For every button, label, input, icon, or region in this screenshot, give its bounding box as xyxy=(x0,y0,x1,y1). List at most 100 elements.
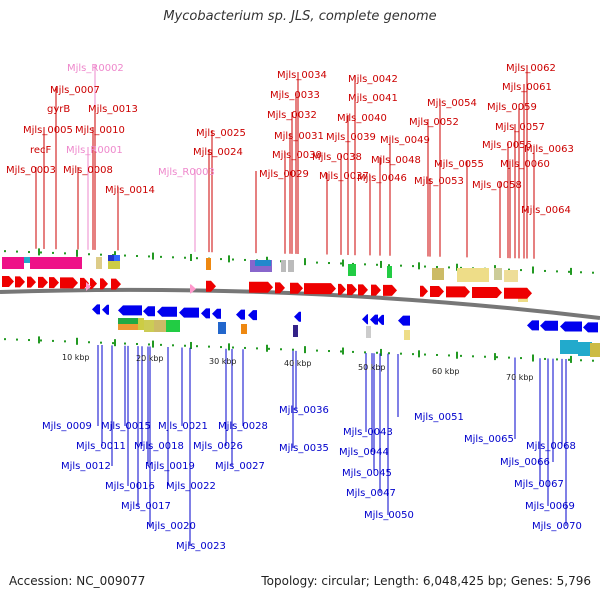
gene-label-top: Mjls_0037 xyxy=(319,171,369,182)
cog-category-box xyxy=(218,322,226,334)
scale-label: 70 kbp xyxy=(506,373,534,382)
tick-major xyxy=(114,339,116,347)
cog-category-box xyxy=(14,257,24,269)
reverse-gene-arrow xyxy=(370,314,378,325)
forward-gene-arrow xyxy=(430,286,444,298)
tick-dot xyxy=(484,355,486,358)
tick-major xyxy=(190,341,192,349)
tick-major xyxy=(532,266,534,274)
gene-label-top: Mjls_0005 xyxy=(23,125,73,136)
gene-label-bottom: Mjls_0021 xyxy=(158,421,208,432)
tick-dot xyxy=(28,251,30,254)
gene-label-top: Mjls_0049 xyxy=(380,135,430,146)
tick-dot xyxy=(496,356,498,359)
reverse-gene-arrow xyxy=(248,310,257,321)
tick-dot xyxy=(244,346,246,349)
scale-label: 50 kbp xyxy=(358,363,386,372)
map-title: Mycobacterium sp. JLS, complete genome xyxy=(163,9,437,24)
gene-label-top: Mjls_0046 xyxy=(357,173,407,184)
cog-category-box xyxy=(560,340,578,354)
tick-dot xyxy=(508,268,510,271)
tick-dot xyxy=(196,257,198,260)
tick-dot xyxy=(4,338,6,341)
tick-dot xyxy=(580,359,582,362)
tick-dot xyxy=(112,342,114,345)
gene-label-top: Mjls_0040 xyxy=(337,113,387,124)
cog-category-box xyxy=(154,320,166,332)
tick-major xyxy=(418,350,420,358)
cog-category-box xyxy=(366,326,371,338)
tick-dot xyxy=(160,343,162,346)
gene-label-bottom: Mjls_0023 xyxy=(176,541,226,552)
cog-category-box xyxy=(404,330,410,340)
tick-dot xyxy=(352,350,354,353)
gene-label-top: Mjls_0057 xyxy=(495,122,545,133)
cog-category-box xyxy=(118,324,138,330)
cog-category-box xyxy=(38,257,48,269)
forward-gene-arrow xyxy=(347,284,357,296)
gene-label-bottom: Mjls_0066 xyxy=(500,457,550,468)
gene-label-bottom: Mjls_0043 xyxy=(343,427,393,438)
gene-label-bottom: Mjls_0020 xyxy=(146,521,196,532)
tick-dot xyxy=(364,263,366,266)
gene-label-top: Mjls_0033 xyxy=(270,90,320,101)
cog-category-box xyxy=(108,261,120,269)
gene-label-top: Mjls_0025 xyxy=(196,128,246,139)
gene-label-top: Mjls_0048 xyxy=(371,155,421,166)
reverse-gene-arrow xyxy=(102,304,109,315)
gene-label-bottom: Mjls_0009 xyxy=(42,421,92,432)
tick-dot xyxy=(568,270,570,273)
tick-dot xyxy=(220,346,222,349)
cog-category-box xyxy=(578,342,592,356)
gene-label-bottom: Mjls_0015 xyxy=(101,421,151,432)
tick-dot xyxy=(340,262,342,265)
gene-label-bottom: Mjls_0045 xyxy=(342,468,392,479)
tick-dot xyxy=(52,339,54,342)
gene-label-bottom: Mjls_0047 xyxy=(346,488,396,499)
tick-dot xyxy=(328,350,330,353)
forward-gene-arrow xyxy=(371,284,381,296)
forward-gene-arrow xyxy=(38,276,48,288)
cog-category-box xyxy=(138,318,144,330)
tick-dot xyxy=(352,262,354,265)
reverse-gene-arrow xyxy=(377,314,384,325)
cog-category-box xyxy=(118,318,138,324)
gene-label-top: Mjls_0029 xyxy=(259,169,309,180)
forward-gene-arrow xyxy=(111,278,121,290)
cog-category-box xyxy=(457,268,489,282)
gene-label-top: Mjls_0034 xyxy=(277,70,327,81)
tick-major xyxy=(456,351,458,359)
tick-major xyxy=(342,347,344,355)
tick-major xyxy=(380,348,382,356)
genome-stats-text: Topology: circular; Length: 6,048,425 bp… xyxy=(261,574,591,588)
forward-gene-arrow xyxy=(420,285,428,297)
tick-dot xyxy=(292,348,294,351)
tick-dot xyxy=(232,346,234,349)
reverse-gene-arrow xyxy=(92,304,100,315)
gene-label-top: Mjls_R0002 xyxy=(67,63,124,74)
gene-label-top: Mjls_0038 xyxy=(312,152,362,163)
scale-label: 40 kbp xyxy=(284,359,312,368)
tick-major xyxy=(342,259,344,267)
tick-dot xyxy=(172,256,174,259)
tick-dot xyxy=(196,345,198,348)
cog-category-box xyxy=(348,264,356,276)
gene-label-bottom: Mjls_0068 xyxy=(526,441,576,452)
reverse-gene-arrow xyxy=(212,308,221,319)
gene-label-bottom: Mjls_0017 xyxy=(121,501,171,512)
reverse-gene-arrow xyxy=(540,320,558,331)
gene-label-top: Mjls_0061 xyxy=(502,82,552,93)
tick-dot xyxy=(52,251,54,254)
gene-label-top: Mjls_0053 xyxy=(414,176,464,187)
tick-dot xyxy=(88,253,90,256)
forward-gene-arrow xyxy=(358,284,368,296)
cog-category-box xyxy=(144,320,154,332)
cog-category-box xyxy=(241,324,247,334)
tick-major xyxy=(114,251,116,259)
tick-dot xyxy=(520,357,522,360)
cog-category-box xyxy=(48,257,58,269)
tick-dot xyxy=(460,354,462,357)
tick-dot xyxy=(136,342,138,345)
